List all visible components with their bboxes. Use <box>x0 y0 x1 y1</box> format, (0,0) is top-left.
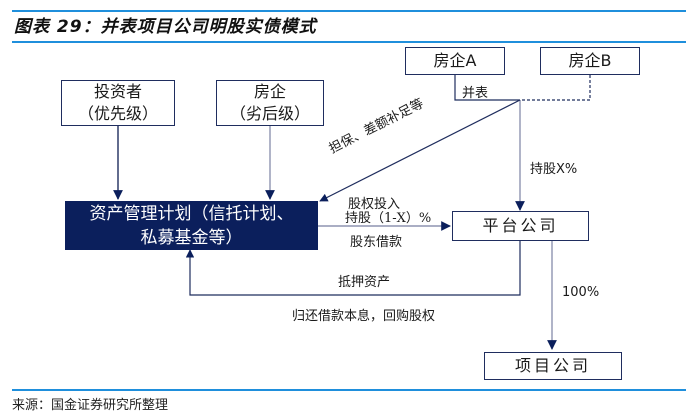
shareholder-loan-label: 股东借款 <box>350 235 403 250</box>
developer-sub-label: 房企 <box>253 82 286 101</box>
equity-investment-label: 股权投入 <box>348 197 401 212</box>
developer-b-box: 房企B <box>540 47 640 75</box>
repayment-label: 归还借款本息，回购股权 <box>292 309 436 324</box>
repayment-arrow <box>185 241 521 296</box>
project-company-label: 项目公司 <box>514 356 591 375</box>
asset-plan-label-line2: 私募基金等） <box>140 227 243 248</box>
investor-box: 投资者 （优先级） <box>61 80 175 126</box>
project-company-box: 项目公司 <box>484 352 622 380</box>
investor-tier-label: （优先级） <box>77 104 158 123</box>
pledged-assets-label: 抵押资产 <box>338 275 391 290</box>
developer-b-label: 房企B <box>568 51 612 70</box>
platform-company-box: 平台公司 <box>452 211 589 241</box>
consolidation-label: 并表 <box>462 86 489 101</box>
title-bottom-rule <box>12 41 686 43</box>
source-top-rule <box>12 389 686 391</box>
figure-source: 来源：国金证券研究所整理 <box>12 398 169 413</box>
consolidation-line-a <box>454 75 520 101</box>
figure-title: 图表 29：并表项目公司明股实债模式 <box>14 17 317 37</box>
developer-a-label: 房企A <box>433 51 477 70</box>
developer-sub-box: 房企 （劣后级） <box>216 80 324 126</box>
guarantee-arrow <box>319 99 521 202</box>
platform-company-label: 平台公司 <box>482 216 559 235</box>
holding-x-label: 持股X% <box>530 162 578 177</box>
holding-100-label: 100% <box>562 285 600 300</box>
asset-plan-label-line1: 资产管理计划（信托计划、 <box>89 203 294 224</box>
title-top-rule <box>12 10 686 12</box>
developer-sub-tier-label: （劣后级） <box>229 104 310 123</box>
consolidation-line-b <box>520 75 591 101</box>
investor-label: 投资者 <box>93 82 142 101</box>
asset-management-plan-box: 资产管理计划（信托计划、 私募基金等） <box>65 201 318 250</box>
holding-1-minus-x-label: 持股（1-X）% <box>345 211 432 226</box>
developer-a-box: 房企A <box>405 47 505 75</box>
